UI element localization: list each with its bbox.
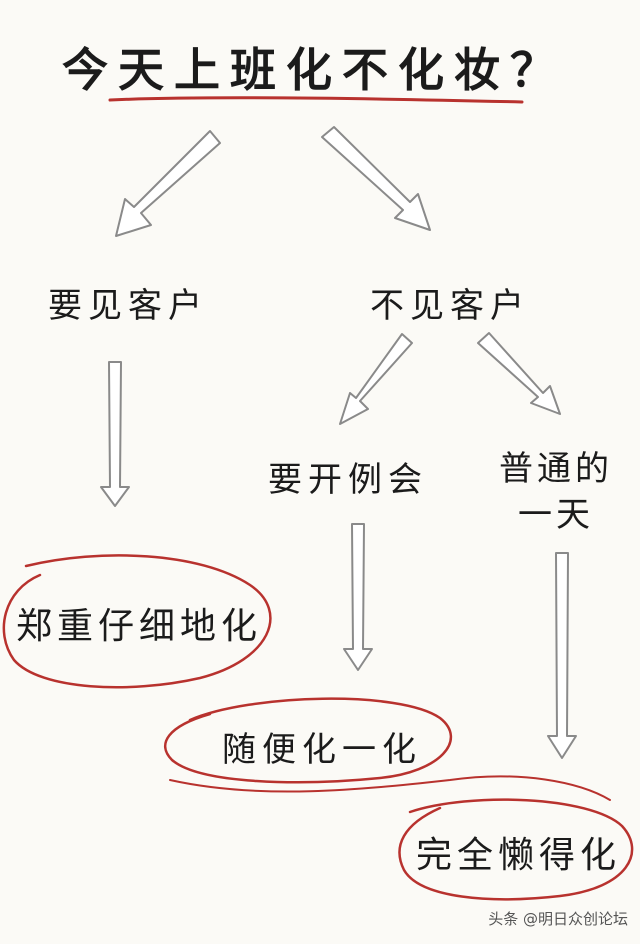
flowchart-title: 今天上班化不化妆？ bbox=[62, 43, 566, 97]
arrow-meet-client-down bbox=[100, 361, 130, 507]
result-casual-makeup: 随便化一化 bbox=[222, 730, 422, 770]
watermark: 头条 @明日众创论坛 bbox=[488, 910, 628, 928]
circle-careful bbox=[2, 554, 272, 689]
arrow-no-client-to-meeting bbox=[339, 333, 413, 425]
circle-casual bbox=[163, 697, 453, 784]
node-ordinary-day: 普通的一天 bbox=[499, 449, 613, 535]
node-routine-meeting: 要开例会 bbox=[268, 460, 428, 500]
node-meet-client: 要见客户 bbox=[48, 286, 208, 326]
result-skip-makeup: 完全懒得化 bbox=[416, 835, 622, 876]
red-connector-stroke bbox=[169, 775, 611, 801]
arrow-title-to-meet-client bbox=[115, 130, 221, 237]
result-careful-makeup: 郑重仔细地化 bbox=[16, 606, 263, 647]
title-underline bbox=[108, 96, 524, 104]
arrow-ordinary-down bbox=[547, 552, 577, 759]
node-no-client: 不见客户 bbox=[370, 286, 530, 326]
arrow-meeting-down bbox=[343, 523, 373, 671]
circle-skip bbox=[398, 798, 634, 901]
arrow-no-client-to-ordinary bbox=[477, 332, 561, 415]
arrow-title-to-no-client bbox=[321, 126, 431, 231]
